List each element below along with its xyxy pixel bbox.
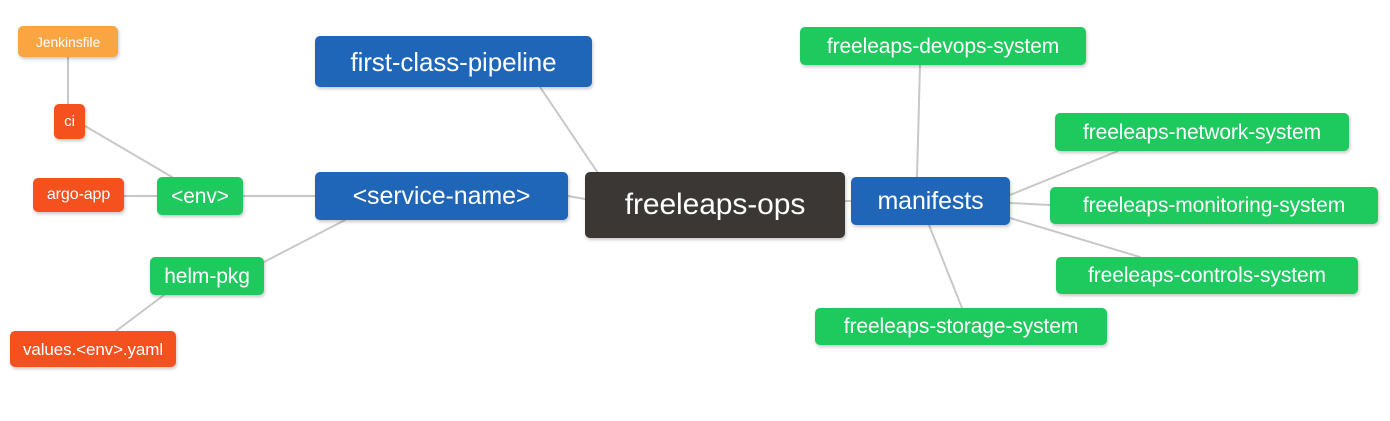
mindmap-node-freeleaps-monitoring-system[interactable]: freeleaps-monitoring-system — [1050, 187, 1378, 224]
mindmap-node-label: freeleaps-devops-system — [826, 34, 1060, 58]
mindmap-node-helm-pkg[interactable]: helm-pkg — [150, 257, 264, 295]
mindmap-node-first-class-pipeline[interactable]: first-class-pipeline — [315, 36, 592, 87]
mindmap-node-ci[interactable]: ci — [54, 104, 85, 139]
mindmap-node-label: freeleaps-ops — [624, 188, 806, 221]
mindmap-node-freeleaps-controls-system[interactable]: freeleaps-controls-system — [1056, 257, 1358, 294]
mindmap-node-argo-app[interactable]: argo-app — [33, 178, 124, 212]
mindmap-node-freeleaps-devops-system[interactable]: freeleaps-devops-system — [800, 27, 1086, 65]
mindmap-node-service-name[interactable]: <service-name> — [315, 172, 568, 220]
mindmap-node-label: freeleaps-network-system — [1082, 120, 1321, 144]
mindmap-node-manifests[interactable]: manifests — [851, 177, 1010, 225]
mindmap-node-label: Jenkinsfile — [35, 33, 101, 50]
mindmap-node-jenkinsfile[interactable]: Jenkinsfile — [18, 26, 118, 57]
mindmap-node-label: <service-name> — [352, 181, 531, 210]
mindmap-node-freeleaps-storage-system[interactable]: freeleaps-storage-system — [815, 308, 1107, 345]
mindmap-node-label: first-class-pipeline — [350, 46, 557, 77]
mindmap-node-freeleaps-ops[interactable]: freeleaps-ops — [585, 172, 845, 238]
mindmap-node-label: values.<env>.yaml — [22, 339, 164, 359]
mindmap-node-label: freeleaps-controls-system — [1088, 264, 1326, 287]
mindmap-node-label: <env> — [171, 184, 229, 208]
mindmap-node-label: freeleaps-monitoring-system — [1082, 194, 1346, 217]
mindmap-node-env[interactable]: <env> — [157, 177, 243, 215]
mindmap-node-label: argo-app — [46, 186, 111, 203]
mindmap-node-label: freeleaps-storage-system — [843, 315, 1079, 338]
mindmap-node-label: ci — [64, 113, 75, 130]
mindmap-node-label: helm-pkg — [164, 264, 250, 288]
mindmap-node-values-env-yaml[interactable]: values.<env>.yaml — [10, 331, 176, 367]
mindmap-node-freeleaps-network-system[interactable]: freeleaps-network-system — [1055, 113, 1349, 151]
mindmap-node-label: manifests — [877, 186, 984, 215]
